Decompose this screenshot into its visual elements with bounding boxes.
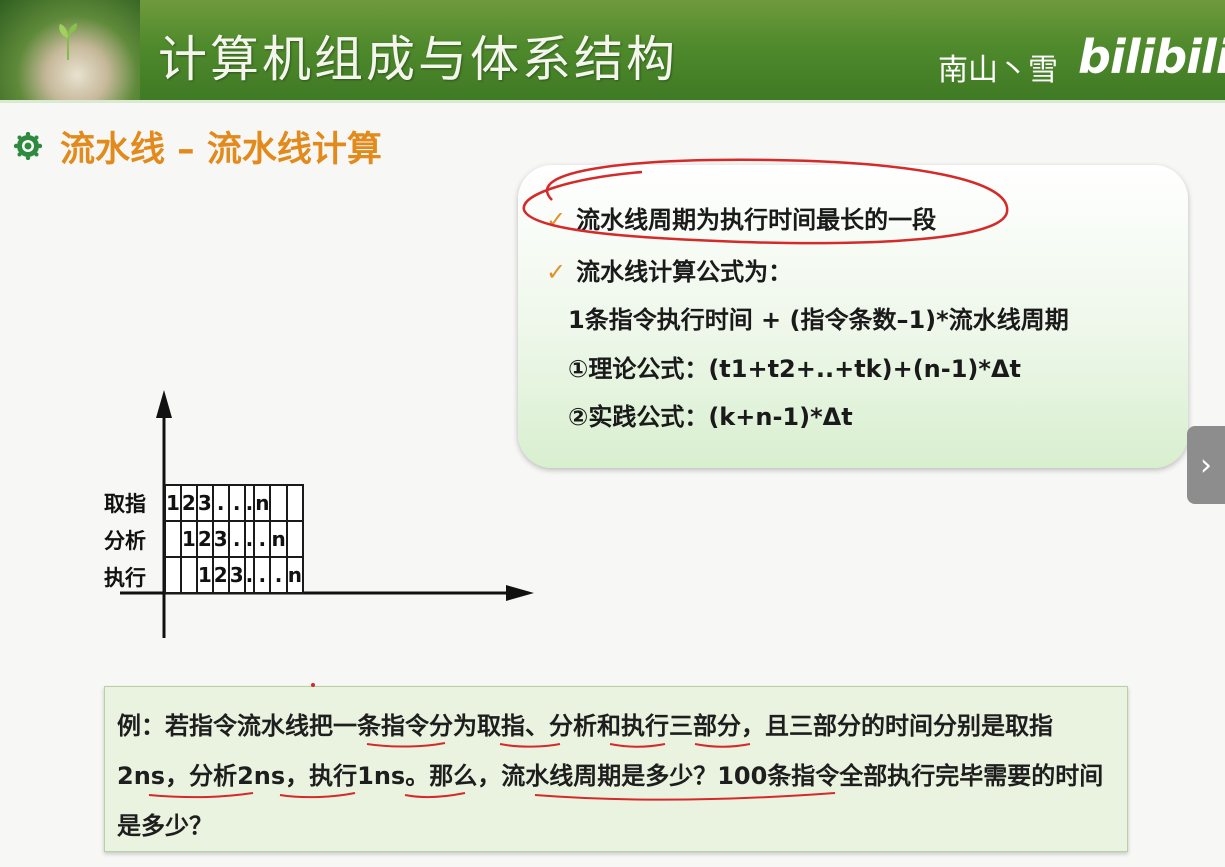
sprout-icon (59, 23, 78, 60)
formula-line-5: ②实践公式：(k+n-1)*Δt (568, 403, 853, 431)
example-text: 例：若指令流水线把一条指令分为取指、分析和执行三部分，且三部分的时间分别是取指2… (117, 712, 1104, 840)
pipeline-row-execute: 1 2 3 . . . n (164, 556, 304, 594)
pipe-cell: . (243, 556, 256, 594)
bilibili-logo: bilibili (1078, 30, 1225, 84)
header-banner: 计算机组成与体系结构 南山丶雪 bilibili (0, 0, 1225, 103)
check-icon: ✓ (546, 258, 567, 286)
pipe-cell: . (269, 556, 288, 594)
pipe-cell: . (211, 484, 230, 522)
flower-bullet-icon (14, 132, 42, 160)
formula-line-text: 流水线周期为执行时间最长的一段 (576, 206, 937, 234)
next-page-button[interactable]: › (1187, 426, 1225, 504)
pipe-cell (269, 484, 288, 522)
formula-line-3: 1条指令执行时间 + (指令条数–1)*流水线周期 (568, 306, 1069, 334)
pipe-cell: 2 (211, 556, 230, 594)
pipe-cell: 3 (195, 484, 214, 522)
pipe-cell (164, 556, 182, 594)
formula-line-1: ✓流水线周期为执行时间最长的一段 (546, 200, 936, 235)
pipe-cell (179, 556, 198, 594)
pipe-cell: 3 (227, 556, 246, 594)
pipeline-axes (120, 390, 534, 638)
pipeline-row-analyze: 1 2 3 . . . n (164, 520, 304, 558)
pipe-cell: 2 (179, 484, 198, 522)
pipe-cell: n (269, 520, 288, 558)
pipe-cell: . (243, 520, 256, 558)
formula-box: ✓流水线周期为执行时间最长的一段 ✓ 流水线计算公式为： 1条指令执行时间 + (… (518, 165, 1188, 468)
header-photo (0, 0, 140, 100)
section-title-text: 流水线 – 流水线计算 (60, 129, 382, 170)
pipe-cell: n (253, 484, 272, 522)
red-dot-mark (311, 683, 315, 687)
red-ellipse-annotation (522, 158, 1009, 245)
example-box: 例：若指令流水线把一条指令分为取指、分析和执行三部分，且三部分的时间分别是取指2… (104, 686, 1128, 852)
pipe-cell: 1 (195, 556, 214, 594)
header-title: 计算机组成与体系结构 (158, 31, 679, 88)
pipe-cell (285, 484, 304, 522)
pipe-cell: 1 (164, 484, 182, 522)
pipe-cell: . (227, 520, 246, 558)
section-title: 流水线 – 流水线计算 (14, 124, 382, 170)
pipe-cell: . (243, 484, 256, 522)
pipe-cell (285, 520, 304, 558)
pipe-cell (164, 520, 182, 558)
header-author: 南山丶雪 (938, 53, 1058, 88)
pipeline-table: 1 2 3 . . . n 1 2 3 . . . n 1 2 3 . (164, 484, 304, 594)
pipe-cell: 1 (179, 520, 198, 558)
row-label-analyze: 分析 (104, 529, 146, 553)
pipe-cell: . (227, 484, 246, 522)
pipe-cell: 3 (211, 520, 230, 558)
formula-line-text: 流水线计算公式为： (576, 258, 793, 286)
pipe-cell: . (253, 556, 272, 594)
pipe-cell: n (285, 556, 304, 594)
formula-line-2: ✓ 流水线计算公式为： (546, 252, 792, 287)
pipe-cell: 2 (195, 520, 214, 558)
pipe-cell: . (253, 520, 272, 558)
pipeline-row-fetch: 1 2 3 . . . n (164, 484, 304, 522)
row-label-fetch: 取指 (104, 492, 146, 516)
row-label-execute: 执行 (104, 566, 146, 590)
formula-line-4: ①理论公式：(t1+t2+..+tk)+(n-1)*Δt (568, 355, 1021, 383)
